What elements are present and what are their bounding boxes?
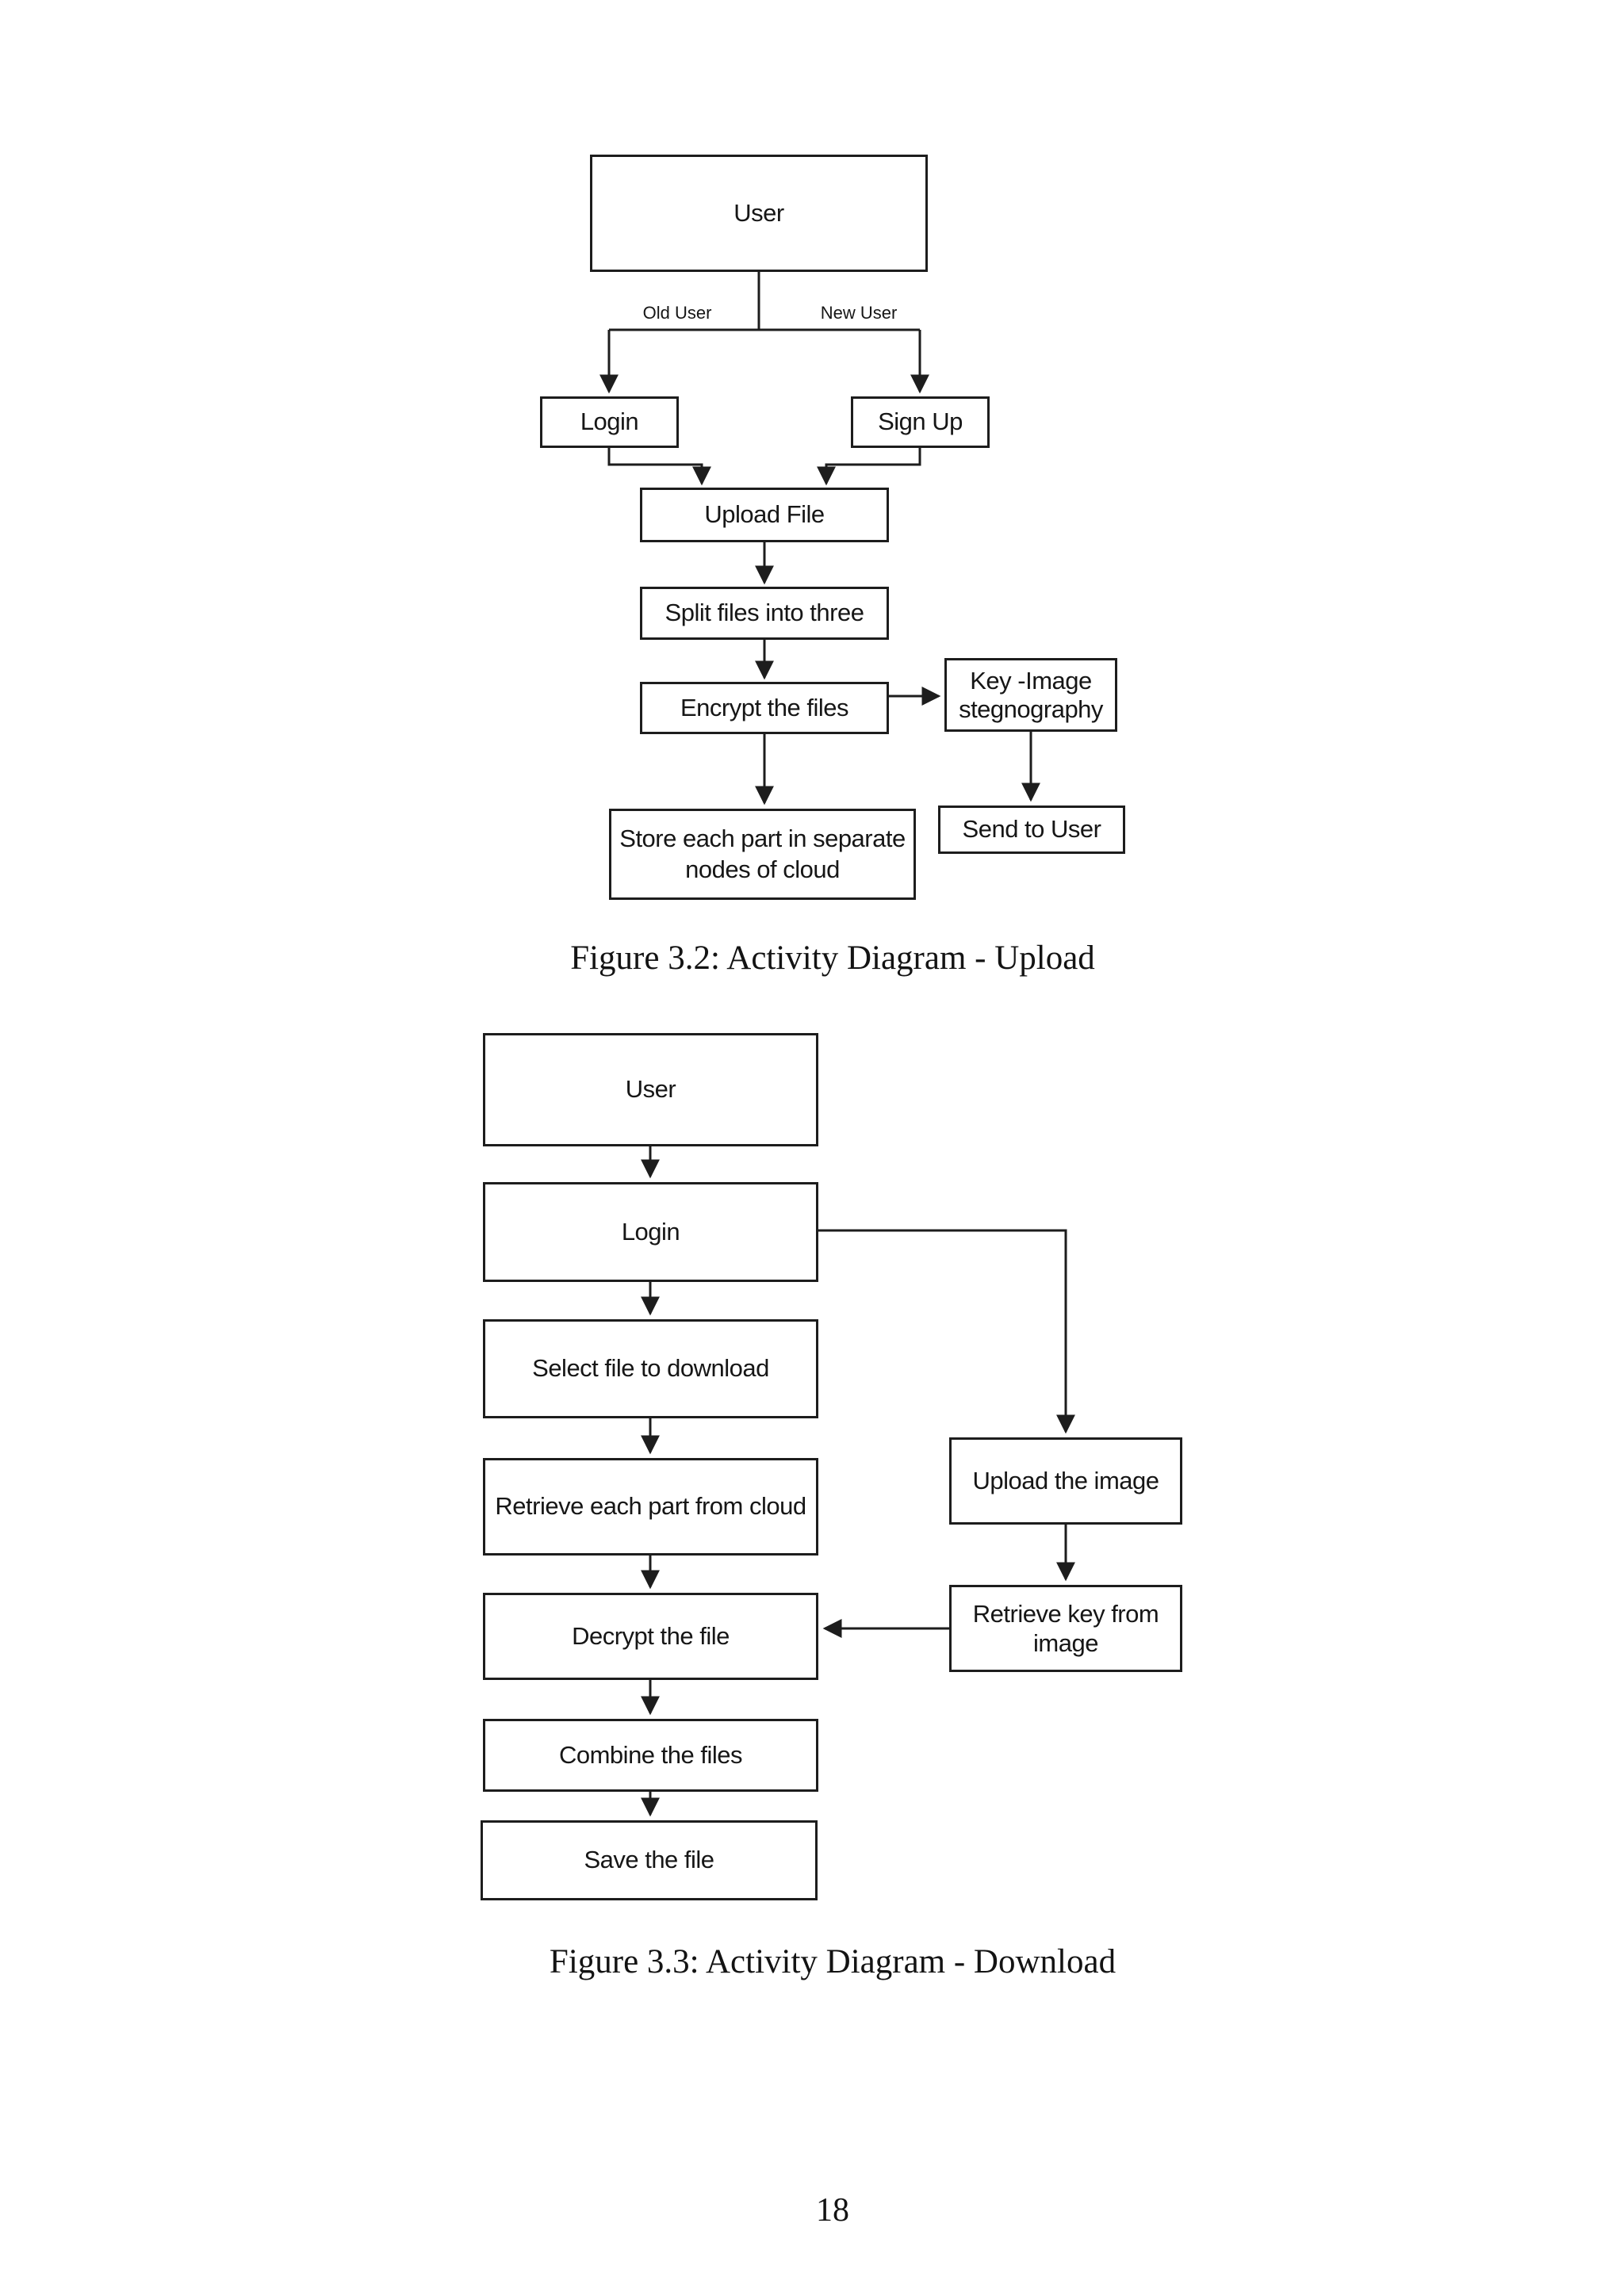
download-node-retrieve-parts: Retrieve each part from cloud bbox=[483, 1458, 818, 1556]
node-label-line2: image bbox=[1033, 1629, 1098, 1657]
node-label: Login bbox=[621, 1217, 680, 1246]
node-label: Sign Up bbox=[878, 408, 963, 436]
figure-3-2-caption: Figure 3.2: Activity Diagram - Upload bbox=[570, 939, 1095, 977]
node-label: Send to User bbox=[962, 815, 1101, 844]
node-label: Retrieve each part from cloud bbox=[495, 1492, 806, 1521]
download-node-upload-image: Upload the image bbox=[949, 1437, 1182, 1525]
node-label: Split files into three bbox=[665, 599, 864, 627]
node-label: Save the file bbox=[584, 1846, 714, 1874]
upload-node-user: User bbox=[590, 155, 928, 272]
figure-3-3-caption: Figure 3.3: Activity Diagram - Download bbox=[549, 1943, 1116, 1980]
download-node-user: User bbox=[483, 1033, 818, 1146]
page-number: 18 bbox=[816, 2192, 849, 2229]
upload-node-upload-file: Upload File bbox=[640, 488, 889, 542]
download-node-select-file: Select file to download bbox=[483, 1319, 818, 1418]
download-node-save-file: Save the file bbox=[481, 1820, 818, 1900]
node-label-line1: Retrieve key from bbox=[972, 1599, 1159, 1628]
download-node-combine-files: Combine the files bbox=[483, 1719, 818, 1792]
edge-login-to-uploadfile bbox=[607, 448, 711, 486]
upload-node-login: Login bbox=[540, 396, 679, 448]
node-label: Upload File bbox=[704, 500, 825, 529]
download-node-decrypt-file: Decrypt the file bbox=[483, 1593, 818, 1680]
node-label: Select file to download bbox=[532, 1354, 769, 1383]
node-label: Login bbox=[580, 408, 639, 436]
upload-node-send-to-user: Send to User bbox=[938, 806, 1125, 854]
node-label: Encrypt the files bbox=[680, 693, 849, 721]
upload-node-key-image-stegnography: Key -Image stegnography bbox=[944, 658, 1117, 732]
edge-signup-to-uploadfile bbox=[817, 448, 921, 486]
node-label-line1: Key -Image bbox=[970, 666, 1092, 695]
node-label: User bbox=[733, 198, 784, 227]
download-node-login: Login bbox=[483, 1182, 818, 1282]
edge-label-new-user: New User bbox=[820, 303, 898, 323]
upload-node-split-files: Split files into three bbox=[640, 587, 889, 640]
edge-login2-to-uploadimage bbox=[818, 1229, 1075, 1434]
node-label: Decrypt the file bbox=[572, 1621, 730, 1650]
download-node-retrieve-key: Retrieve key from image bbox=[949, 1585, 1182, 1672]
upload-node-encrypt-files: Encrypt the files bbox=[640, 682, 889, 734]
edge-label-old-user: Old User bbox=[642, 303, 712, 323]
node-label: Upload the image bbox=[972, 1466, 1160, 1494]
node-label-line2: stegnography bbox=[959, 695, 1103, 723]
node-label: User bbox=[625, 1075, 676, 1104]
upload-node-store-parts: Store each part in separate nodes of clo… bbox=[609, 809, 916, 900]
node-label: Combine the files bbox=[558, 1740, 743, 1769]
node-label-line2: nodes of cloud bbox=[685, 855, 840, 883]
node-label-line1: Store each part in separate bbox=[619, 824, 906, 852]
upload-node-signup: Sign Up bbox=[851, 396, 990, 448]
